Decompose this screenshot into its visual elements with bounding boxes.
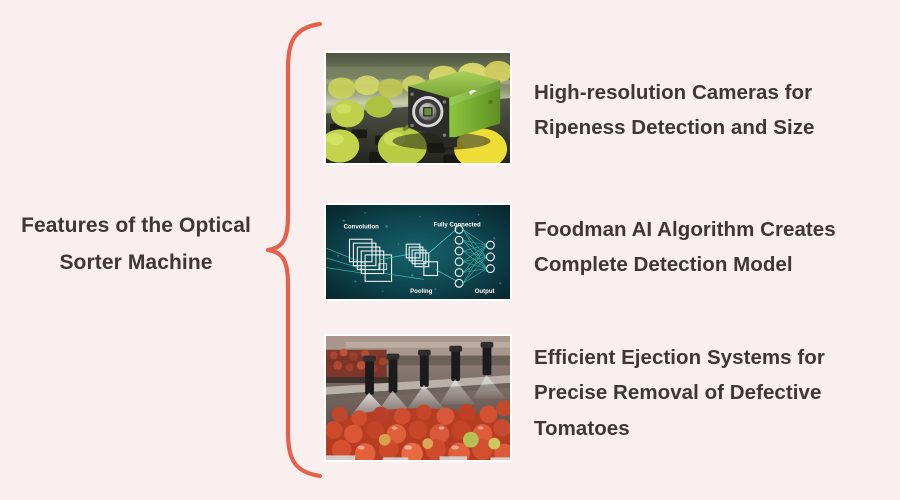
feature-caption-2: Foodman AI Algorithm Creates Complete De… bbox=[534, 203, 894, 283]
tomato-sorting-line-photo bbox=[324, 334, 512, 462]
page-title-line-2: Sorter Machine bbox=[59, 250, 213, 274]
feature-1-line-2: Ripeness Detection and Size bbox=[534, 116, 815, 140]
feature-3-line-1: Efficient Ejection Systems for bbox=[534, 346, 825, 369]
page-title-line-1: Features of the Optical bbox=[21, 214, 251, 237]
feature-3-line-3: Tomatoes bbox=[534, 416, 630, 440]
feature-row-1: High-resolution Cameras for Ripeness Det… bbox=[324, 51, 894, 165]
feature-row-3: Efficient Ejection Systems for Precise R… bbox=[324, 334, 894, 462]
optical-camera-conveyor-photo bbox=[324, 51, 512, 165]
feature-row-2: Convolution Fully Connected Pooling Outp… bbox=[324, 203, 894, 301]
curly-brace-icon bbox=[262, 18, 328, 482]
cnn-architecture-diagram: Convolution Fully Connected Pooling Outp… bbox=[324, 203, 512, 301]
feature-caption-3: Efficient Ejection Systems for Precise R… bbox=[534, 334, 894, 446]
feature-2-line-2: Complete Detection Model bbox=[534, 253, 793, 277]
feature-2-line-1: Foodman AI Algorithm Creates bbox=[534, 218, 836, 241]
cnn-label-output: Output bbox=[475, 289, 495, 295]
feature-1-line-1: High-resolution Cameras for bbox=[534, 81, 813, 104]
feature-3-line-2: Precise Removal of Defective bbox=[534, 381, 822, 405]
page-title: Features of the Optical Sorter Machine bbox=[0, 208, 272, 282]
cnn-label-convolution: Convolution bbox=[344, 224, 380, 230]
feature-caption-1: High-resolution Cameras for Ripeness Det… bbox=[534, 51, 894, 146]
cnn-label-pooling: Pooling bbox=[410, 289, 432, 295]
cnn-label-fully-connected: Fully Connected bbox=[434, 223, 481, 229]
